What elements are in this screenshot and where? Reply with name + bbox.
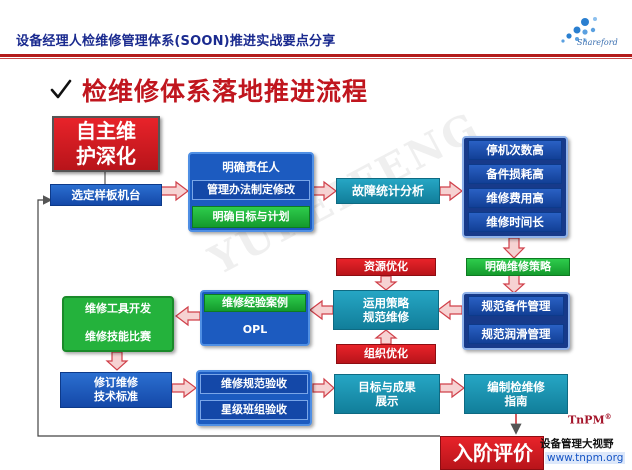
node-goals-results: 目标与成果 展示 [334,374,440,414]
tnpm-logo: TnPM® [568,412,612,427]
node-resource-optimization: 资源优化 [336,258,436,276]
node-organization-optimization: 组织优化 [336,344,436,364]
node-experience-cases: 维修经验案例 [204,294,306,312]
node-maintenance-guide: 编制检维修 指南 [464,374,568,414]
node-define-responsibility: 明确责任人 [222,159,280,174]
node-deepen-self-maintenance: 自主维 护深化 [52,116,160,172]
node-stage-evaluation: 入阶评价 [440,436,544,470]
panel-tools-skills [62,296,174,352]
node-lubrication-management: 规范润滑管理 [468,324,564,344]
node-maintenance-time-long: 维修时间长 [468,212,562,232]
node-skill-contest: 维修技能比赛 [85,330,151,344]
node-parts-loss-high: 备件损耗高 [468,164,562,184]
node-spare-parts-management: 规范备件管理 [468,296,564,316]
checkmark-icon [50,79,72,99]
node-star-team-acceptance: 星级班组验收 [200,400,308,420]
node-opl: OPL [242,323,268,337]
header-divider-thin [0,58,632,59]
shareford-logo [561,17,597,43]
node-maintenance-strategy: 明确维修策略 [466,258,570,276]
node-acceptance: 维修规范验收 [200,374,308,394]
node-select-pilot: 选定样板机台 [50,184,162,206]
node-fault-statistics: 故障统计分析 [336,178,440,204]
node-management-method: 管理办法制定修改 [192,180,310,200]
header-divider [0,54,632,57]
slide-title: 检维修体系落地推进流程 [82,77,369,106]
logo-text: Shareford [577,38,618,47]
header-title: 设备经理人检维修管理体系(SOON)推进实战要点分享 [16,34,336,49]
node-apply-strategy: 运用策略 规范维修 [333,290,439,330]
tnpm-url[interactable]: www.tnpm.org [545,452,626,464]
node-revise-standards: 修订维修 技术标准 [60,372,172,408]
node-tool-development: 维修工具开发 [85,302,151,316]
node-downtime-high: 停机次数高 [468,140,562,160]
node-maintenance-cost-high: 维修费用高 [468,188,562,208]
tnpm-brand-text: 设备管理大视野 [540,438,614,450]
node-targets-plan: 明确目标与计划 [192,206,310,228]
